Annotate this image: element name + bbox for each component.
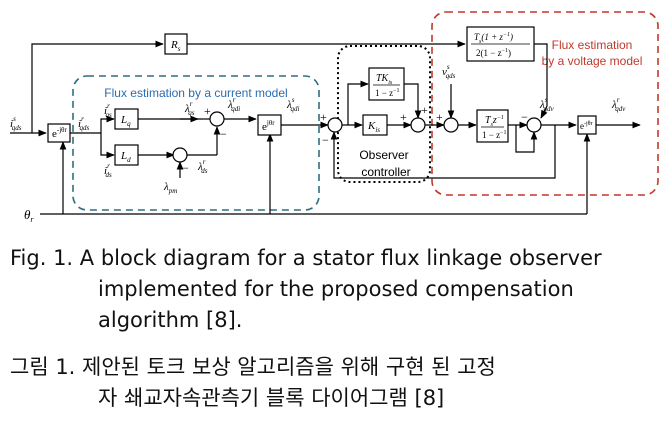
rot1-label: e-jθr [52,126,68,140]
caption-korean: 그림 1. 제안된 토크 보상 알고리즘을 위해 구현 된 고정 자 쇄교자속관… [10,352,660,414]
rot3-label: e-jθr [580,121,593,131]
caption-en-line-2: implemented for the proposed compensatio… [98,277,574,301]
caption-ko-prefix: 그림 1. [10,355,76,379]
sum-junction-3 [327,117,343,133]
ki-block [368,67,405,101]
caption-ko-line-2: 자 쇄교자속관측기 블록 다이어그램 [8] [98,386,445,410]
caption-en-prefix: Fig. 1. [10,246,74,270]
rotation-block-1 [47,123,71,143]
integrator-denominator: 1 − z−1 [482,130,506,140]
sign-sum3-minus: − [322,133,329,147]
rs-label: Rs [170,39,181,53]
ld-label: Ld [120,150,131,164]
sum-junction-4 [410,117,426,133]
sign-sum5-plus: + [436,110,443,124]
controller-label: controller [361,165,410,179]
voltage-model-label-1: Flux estimation [552,38,633,52]
rotation-block-3 [577,115,597,135]
sum-junction-1 [209,111,225,127]
trapezoid-numerator: Ts(1 + z−1) [474,32,513,45]
ld-block [114,144,139,166]
integrator-numerator: Tsz−1 [485,115,504,128]
sign-sum3-plus: + [320,110,327,124]
trapezoid-denominator: 2(1 − z−1) [476,48,511,58]
current-model-region [72,75,320,211]
ki-numerator: TKis [376,73,393,86]
current-model-label: Flux estimation by a current model [104,86,287,100]
kp-block [362,114,388,136]
observer-controller-region [337,45,431,183]
sign-sum1-minus: − [220,127,227,141]
sign-sum4-plus: + [400,110,407,124]
caption-english: Fig. 1. A block diagram for a stator flu… [10,243,660,336]
rs-block [164,33,188,55]
sign-sum2-minus: − [182,161,189,175]
sign-sum6-minus: − [521,110,528,124]
integrator-block [476,109,509,143]
kp-label: Kis [367,120,380,134]
sum-junction-5 [443,117,459,133]
theta-label: θr [24,207,34,224]
caption-ko-text-1: 제안된 토크 보상 알고리즘을 위해 구현 된 고정 [82,355,496,379]
lq-block [114,108,139,130]
lambda-pm-label: λpm [163,181,177,195]
ki-denominator: 1 − z−1 [375,88,399,98]
rotation-block-2 [257,114,282,136]
flux-observer-block-diagram: Flux estimation by a current model Obser… [10,11,659,224]
rot2-label: ejθr [262,119,275,133]
voltage-model-region [431,11,659,196]
caption-en-line-3: algorithm [8]. [98,308,243,332]
voltage-model-label-2: by a voltage model [542,54,643,68]
caption-ko-line-1: 그림 1. 제안된 토크 보상 알고리즘을 위해 구현 된 고정 [10,352,660,383]
sum-junction-6 [526,117,542,133]
observer-label: Observer [359,148,408,162]
sign-sum4-plus-top: + [421,103,428,117]
caption-en-line-1: Fig. 1. A block diagram for a stator flu… [10,243,660,274]
lq-label: Lq [120,114,131,128]
sum-junction-2 [172,147,188,163]
caption-en-text-1: A block diagram for a stator flux linkag… [79,246,602,270]
sign-sum1-plus: + [204,104,211,118]
